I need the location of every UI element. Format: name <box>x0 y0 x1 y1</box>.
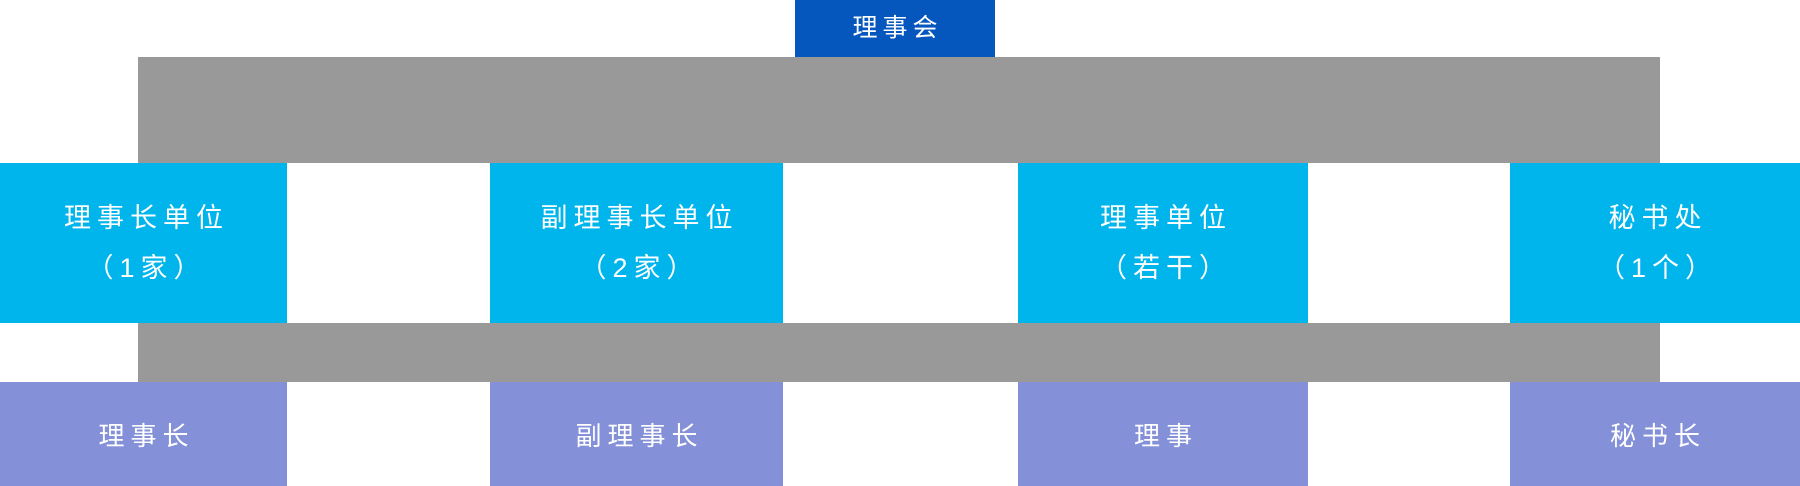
connector-bar-lower <box>138 323 1660 382</box>
role-row: 理事长 副理事长 理事 秘书长 <box>0 382 1800 486</box>
node-director-role[interactable]: 理事 <box>1018 382 1308 486</box>
node-chairman-unit-count: （1家） <box>86 253 207 283</box>
node-vice-chairman-unit-title: 副理事长单位 <box>540 202 739 233</box>
node-chairman-role[interactable]: 理事长 <box>0 382 287 486</box>
node-secretary-general-role[interactable]: 秘书长 <box>1510 382 1800 486</box>
node-chairman-unit-title: 理事长单位 <box>64 202 229 233</box>
node-director-role-label: 理事 <box>1133 420 1198 451</box>
node-vice-chairman-unit[interactable]: 副理事长单位 （2家） <box>490 163 783 323</box>
node-vice-chairman-role[interactable]: 副理事长 <box>490 382 783 486</box>
connector-bar-upper <box>138 57 1660 163</box>
node-vice-chairman-role-label: 副理事长 <box>575 420 704 451</box>
node-board-of-directors-label: 理事会 <box>852 13 943 42</box>
node-secretariat-unit-title: 秘书处 <box>1608 202 1708 233</box>
node-chairman-role-label: 理事长 <box>98 420 195 451</box>
node-chairman-unit[interactable]: 理事长单位 （1家） <box>0 163 287 323</box>
node-director-unit-title: 理事单位 <box>1100 202 1232 233</box>
node-vice-chairman-unit-count: （2家） <box>579 253 700 283</box>
node-secretary-general-role-label: 秘书长 <box>1609 420 1706 451</box>
unit-row: 理事长单位 （1家） 副理事长单位 （2家） 理事单位 （若干） 秘书处 （1个… <box>0 163 1800 323</box>
node-director-unit[interactable]: 理事单位 （若干） <box>1018 163 1308 323</box>
node-director-unit-count: （若干） <box>1100 253 1232 283</box>
node-board-of-directors[interactable]: 理事会 <box>795 0 995 57</box>
node-secretariat-unit-count: （1个） <box>1597 253 1719 283</box>
node-secretariat-unit[interactable]: 秘书处 （1个） <box>1510 163 1800 323</box>
